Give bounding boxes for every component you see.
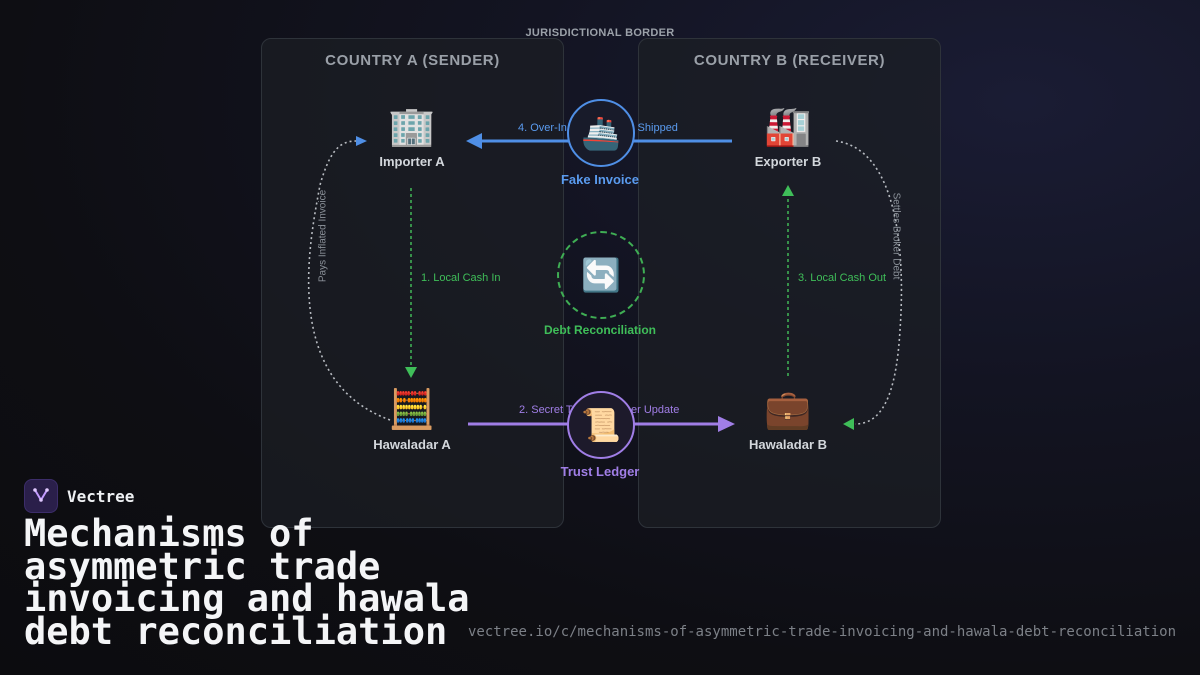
brand: Vectree (24, 479, 134, 513)
abacus-icon: 🧮 (388, 389, 436, 431)
panel-title-country-a: COUNTRY A (SENDER) (325, 52, 500, 69)
vectree-logo-icon (24, 479, 58, 513)
edge-label-step2-right: er Update (631, 404, 680, 416)
jurisdictional-border-label: JURISDICTIONAL BORDER (525, 27, 675, 39)
factory-icon: 🏭 (764, 106, 812, 148)
page-url: vectree.io/c/mechanisms-of-asymmetric-tr… (467, 624, 1176, 640)
edge-pays-inflated-arrowhead (356, 136, 367, 146)
importer-a-label: Importer A (379, 154, 445, 169)
hawaladar-a-node: 🧮 Hawaladar A (342, 387, 482, 452)
edge-fake-invoice-arrowhead (466, 133, 482, 149)
hawaladar-b-label: Hawaladar B (748, 437, 828, 452)
edge-label-step4-left: 4. Over-In (518, 122, 567, 134)
reconcile-arrows-icon: 🔄 (581, 257, 621, 293)
page-title: Mechanisms of asymmetric trade invoicing… (24, 512, 470, 653)
scroll-icon: 📜 (581, 407, 621, 443)
brand-name: Vectree (67, 486, 135, 506)
edge-label-step4-right: s Shipped (629, 122, 678, 134)
panel-title-country-b: COUNTRY B (RECEIVER) (693, 52, 886, 69)
fake-invoice-label: Fake Invoice (560, 172, 640, 187)
trust-ledger-label: Trust Ledger (560, 464, 640, 479)
hawaladar-a-label: Hawaladar A (373, 437, 451, 452)
edge-label-settles-broker: Settles Broker Debt (890, 192, 902, 280)
debt-reconciliation-label: Debt Reconciliation (543, 323, 656, 337)
edge-label-step2-left: 2. Secret T (519, 404, 573, 416)
ship-icon: 🚢 (581, 115, 621, 151)
briefcase-icon: 💼 (764, 389, 812, 431)
edge-pays-inflated-curve (307, 140, 391, 421)
panel-country-b: COUNTRY B (RECEIVER) (638, 38, 941, 528)
exporter-b-node: 🏭 Exporter B (718, 104, 858, 169)
office-building-icon: 🏢 (388, 106, 436, 148)
edge-trust-ledger-arrowhead (718, 416, 735, 432)
panel-country-a: COUNTRY A (SENDER) (261, 38, 564, 528)
edge-label-step1: 1. Local Cash In (421, 272, 501, 284)
debt-reconciliation-node: 🔄 (557, 231, 645, 319)
importer-a-node: 🏢 Importer A (342, 104, 482, 169)
exporter-b-label: Exporter B (754, 154, 822, 169)
hawaladar-b-node: 💼 Hawaladar B (718, 387, 858, 452)
edge-local-cash-in-arrowhead (405, 367, 417, 378)
edge-label-step3: 3. Local Cash Out (798, 272, 887, 284)
fake-invoice-node: 🚢 (567, 99, 635, 167)
edge-local-cash-out-arrowhead (782, 185, 794, 196)
trust-ledger-node: 📜 (567, 391, 635, 459)
edge-settles-debt-arrowhead (843, 418, 854, 430)
edge-label-pays-inflated: Pays Inflated Invoice (317, 189, 329, 283)
